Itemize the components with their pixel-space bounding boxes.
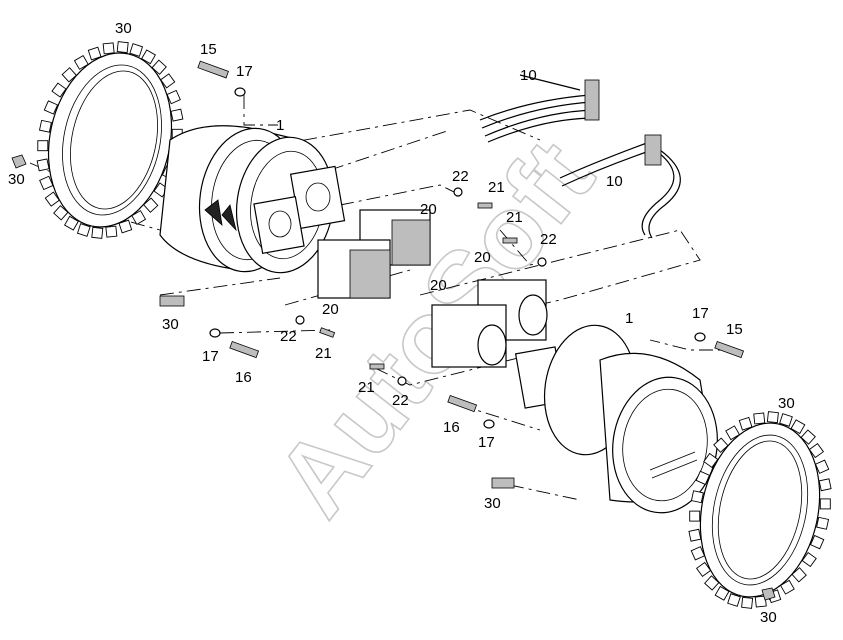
- sprocket-tooth: [105, 225, 118, 238]
- sprocket-tooth: [690, 490, 704, 504]
- sprocket-tooth: [166, 89, 181, 105]
- sprocket-tooth: [704, 575, 720, 591]
- callout-22: 22: [452, 168, 469, 185]
- sprocket-tooth: [116, 41, 129, 54]
- sprocket-tooth: [779, 579, 795, 595]
- callout-22: 22: [540, 231, 557, 248]
- sprocket-tooth: [37, 140, 49, 152]
- final-drive-housing-left: [159, 125, 346, 274]
- sprocket-tooth: [725, 425, 741, 441]
- callout-1: 1: [625, 310, 633, 327]
- sprocket-tooth: [64, 215, 79, 231]
- callout-21: 21: [358, 379, 375, 396]
- sprocket-tooth: [695, 470, 711, 486]
- sprocket-tooth: [800, 429, 816, 445]
- sprocket-tooth: [36, 158, 50, 172]
- callout-22: 22: [392, 392, 409, 409]
- final-drive-housing-right: [514, 324, 718, 514]
- sprocket-tooth: [102, 42, 115, 55]
- callout-20: 20: [474, 249, 491, 266]
- sprocket-tooth: [714, 585, 730, 601]
- sprocket-tooth: [754, 595, 767, 608]
- sprocket-tooth: [129, 43, 144, 57]
- sprocket-tooth: [73, 55, 89, 70]
- callout-30: 30: [162, 316, 179, 333]
- part-callouts: 30 15 17 1 30 10 10 22 21 20 21 22 20 20…: [8, 20, 795, 626]
- callout-21: 21: [315, 345, 332, 362]
- sprocket-tooth: [689, 510, 701, 522]
- sprocket-tooth: [703, 452, 719, 469]
- fasteners: [11, 60, 776, 601]
- sprocket-tooth: [741, 596, 754, 609]
- sprocket-tooth: [51, 82, 67, 98]
- sprocket-ring-right: [688, 411, 832, 609]
- callout-30: 30: [484, 495, 501, 512]
- sprocket-tooth: [76, 223, 91, 237]
- sprocket-tooth: [738, 416, 753, 431]
- callout-15: 15: [726, 321, 743, 338]
- callout-21: 21: [506, 209, 523, 226]
- sprocket-tooth: [131, 210, 147, 225]
- sprocket-tooth: [713, 437, 729, 453]
- sprocket-tooth: [151, 59, 167, 75]
- callout-30: 30: [778, 395, 795, 412]
- sprocket-tooth: [819, 498, 831, 510]
- sprocket-tooth: [91, 226, 104, 239]
- callout-17: 17: [692, 305, 709, 322]
- callout-30: 30: [8, 171, 25, 188]
- callout-10: 10: [520, 67, 537, 84]
- sprocket-tooth: [791, 567, 807, 583]
- sprocket-tooth: [43, 100, 59, 115]
- callout-16: 16: [235, 369, 252, 386]
- callout-10: 10: [606, 173, 623, 190]
- sprocket-tooth: [816, 516, 830, 530]
- sprocket-tooth: [814, 459, 830, 474]
- sprocket-tooth: [801, 551, 817, 568]
- sprocket-tooth: [790, 419, 806, 435]
- sprocket-tooth: [688, 528, 702, 542]
- sprocket-tooth: [808, 442, 825, 459]
- callout-1: 1: [276, 117, 284, 134]
- callout-16: 16: [443, 419, 460, 436]
- sprocket-tooth: [143, 197, 159, 213]
- sprocket-tooth: [141, 49, 156, 65]
- hydraulic-motors: [317, 209, 548, 368]
- sprocket-tooth: [809, 534, 825, 550]
- sprocket-tooth: [727, 593, 741, 607]
- sprocket-tooth: [118, 219, 133, 234]
- callout-17: 17: [236, 63, 253, 80]
- callout-15: 15: [200, 41, 217, 58]
- sprocket-tooth: [170, 108, 184, 122]
- sprocket-tooth: [766, 411, 779, 424]
- callout-20: 20: [420, 201, 437, 218]
- sprocket-tooth: [87, 46, 102, 61]
- callout-17: 17: [478, 434, 495, 451]
- sprocket-tooth: [753, 412, 766, 425]
- sprocket-tooth: [39, 175, 54, 191]
- callout-20: 20: [430, 277, 447, 294]
- sprocket-tooth: [44, 191, 60, 207]
- callout-17: 17: [202, 348, 219, 365]
- callout-22: 22: [280, 328, 297, 345]
- callout-30: 30: [115, 20, 132, 37]
- sprocket-tooth: [38, 119, 52, 133]
- sprocket-tooth: [695, 561, 712, 578]
- hydraulic-hoses: [479, 74, 681, 239]
- sprocket-tooth: [61, 67, 77, 83]
- sprocket-tooth: [818, 478, 832, 492]
- sprocket-tooth: [690, 546, 706, 561]
- callout-21: 21: [488, 179, 505, 196]
- callout-30: 30: [760, 609, 777, 626]
- callout-20: 20: [322, 301, 339, 318]
- sprocket-tooth: [779, 413, 793, 427]
- sprocket-tooth: [53, 205, 69, 221]
- sprocket-tooth: [160, 73, 176, 89]
